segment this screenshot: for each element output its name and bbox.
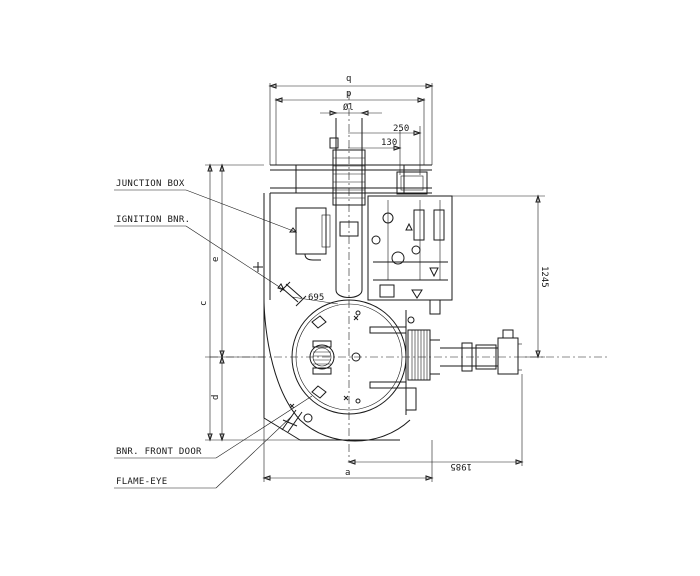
dim-250: 250 [393, 124, 409, 134]
top-dimensions: q p Øl 250 130 [268, 74, 434, 175]
dim-e: e [211, 257, 221, 262]
dim-a: a [345, 468, 350, 478]
bottom-dimensions: a 1985 [262, 374, 524, 482]
gas-inlet [429, 299, 522, 375]
dim-q: q [346, 74, 351, 84]
right-dimension-1245: 1245 [452, 194, 549, 359]
label-bnr-front-door: BNR. FRONT DOOR [116, 447, 202, 457]
label-ignition-bnr: IGNITION BNR. [116, 215, 190, 225]
dim-c: c [199, 301, 209, 306]
burner-body [263, 164, 440, 442]
junction-box [295, 207, 331, 261]
dim-1245: 1245 [539, 266, 549, 288]
dim-695-line [291, 296, 339, 305]
label-flame-eye: FLAME-EYE [116, 477, 167, 487]
ignition-burner [279, 281, 307, 307]
air-duct [329, 118, 366, 298]
dim-phi-l: Øl [343, 102, 354, 113]
gas-train-panel [367, 171, 453, 301]
flame-eye-device [281, 409, 303, 433]
left-dimensions: e c d [199, 163, 300, 442]
marker-crosses [253, 262, 359, 409]
dim-1985: 1985 [450, 461, 472, 471]
label-junction-box: JUNCTION BOX [116, 179, 185, 189]
callout-leaders [114, 189, 313, 489]
dim-d: d [211, 395, 221, 400]
dim-130: 130 [381, 138, 397, 148]
dim-695: 695 [308, 293, 324, 303]
